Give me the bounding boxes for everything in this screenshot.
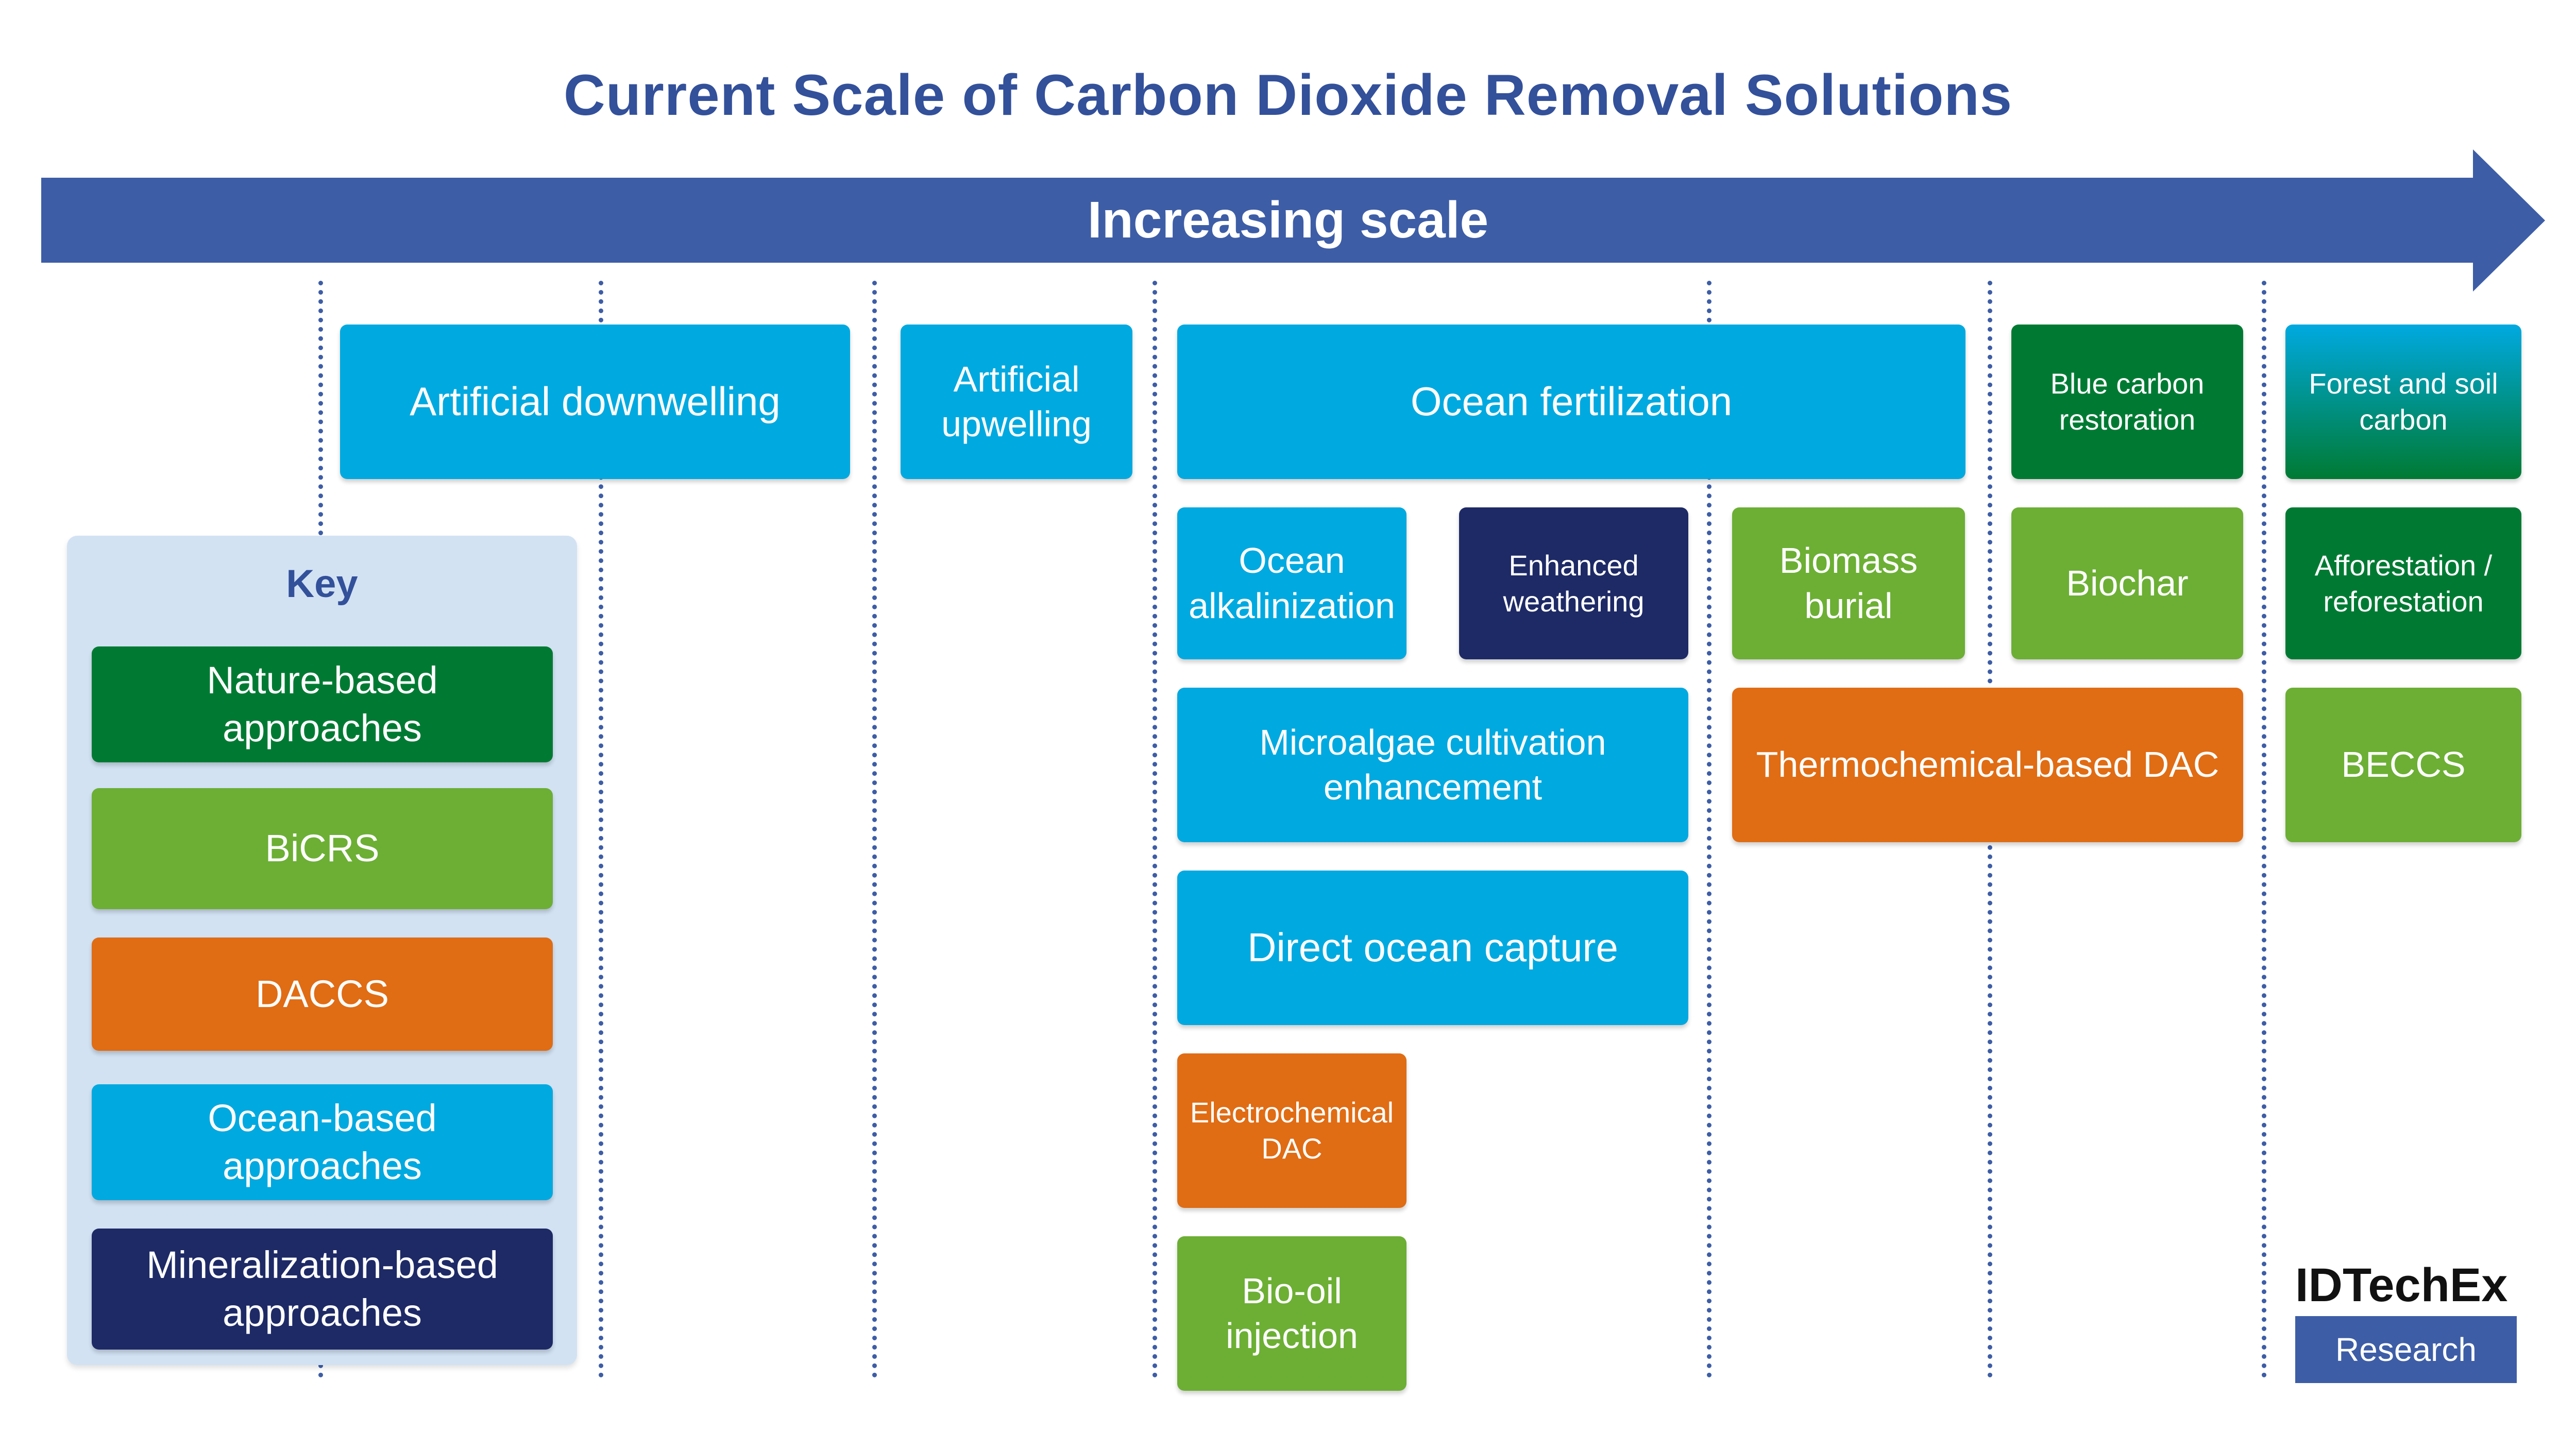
logo-research-text: Research [2295, 1316, 2517, 1383]
scale-divider [1153, 281, 1157, 1378]
solution-ocean-fertilization: Ocean fertilization [1177, 325, 1965, 479]
chart-title: Current Scale of Carbon Dioxide Removal … [563, 63, 2013, 127]
solution-biomass-burial: Biomass burial [1732, 507, 1965, 659]
key-item-mineralization-based: Mineralization-based approaches [92, 1229, 553, 1350]
arrow-head-icon [2473, 149, 2545, 292]
scale-divider [1707, 281, 1711, 1378]
scale-divider [872, 281, 877, 1378]
solution-artificial-upwelling: Artificial upwelling [901, 325, 1132, 479]
solution-forest-soil-carbon: Forest and soil carbon [2285, 325, 2521, 479]
solution-artificial-downwelling: Artificial downwelling [340, 325, 850, 479]
solution-electrochemical-dac: Electrochemical DAC [1177, 1053, 1406, 1208]
solution-afforestation-reforestation: Afforestation / reforestation [2285, 507, 2521, 659]
key-item-bicrs: BiCRS [92, 788, 553, 909]
solution-microalgae-cultivation: Microalgae cultivation enhancement [1177, 688, 1688, 842]
solution-direct-ocean-capture: Direct ocean capture [1177, 871, 1688, 1025]
solution-beccs: BECCS [2285, 688, 2521, 842]
solution-bio-oil-injection: Bio-oil injection [1177, 1236, 1406, 1391]
key-item-daccs: DACCS [92, 937, 553, 1051]
scale-divider [599, 281, 603, 1378]
key-item-nature-based: Nature-based approaches [92, 646, 553, 762]
scale-divider [2262, 281, 2266, 1378]
solution-biochar: Biochar [2011, 507, 2243, 659]
key-item-ocean-based: Ocean-based approaches [92, 1084, 553, 1200]
scale-arrow-label: Increasing scale [1087, 191, 1489, 249]
scale-arrow-bar [41, 178, 2478, 263]
key-title: Key [286, 562, 358, 606]
solution-blue-carbon-restoration: Blue carbon restoration [2011, 325, 2243, 479]
solution-enhanced-weathering: Enhanced weathering [1459, 507, 1688, 659]
solution-thermochemical-dac: Thermochemical-based DAC [1732, 688, 2243, 842]
logo-brand-text: IDTechEx [2295, 1259, 2508, 1311]
solution-ocean-alkalinization: Ocean alkalinization [1177, 507, 1406, 659]
idtechex-logo: IDTechEx Research [2295, 1259, 2517, 1383]
